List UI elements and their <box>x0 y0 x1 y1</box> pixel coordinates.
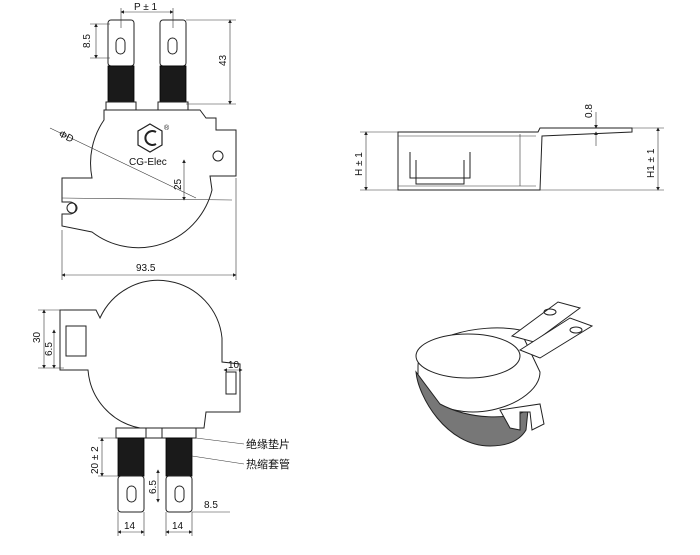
height-dim: H ± 1 <box>354 152 365 176</box>
brand-logo: ® CG-Elec <box>129 123 170 168</box>
tab-width-dim: 10 <box>228 360 240 371</box>
top-view: P ± 1 8.5 43 ® CG-Elec ΦD 25 93 <box>49 2 237 280</box>
registered-mark: ® <box>164 124 170 132</box>
width-dim: 93.5 <box>136 263 156 274</box>
hole-offset-dim: 6.5 <box>148 480 159 494</box>
offset-dim: 25 <box>173 178 184 190</box>
hole-spacing-dim: 8.5 <box>204 500 218 511</box>
height1-dim: H1 ± 1 <box>646 148 657 178</box>
thickness-dim: 0.8 <box>584 104 595 118</box>
bottom-right-terminal <box>165 437 193 513</box>
lug-width-left-dim: 14 <box>124 521 136 532</box>
lug-width-right-dim: 14 <box>172 521 184 532</box>
bottom-height-dim: 30 <box>32 331 43 343</box>
bottom-left-terminal <box>117 437 145 513</box>
capacitor-body-outline <box>61 109 237 249</box>
lug-length-dim: 8.5 <box>82 34 93 48</box>
diameter-dim: ΦD <box>57 129 75 146</box>
left-terminal <box>105 19 137 111</box>
side-view: H ± 1 0.8 H1 ± 1 <box>354 104 664 191</box>
sleeve-length-dim: 20 ± 2 <box>90 446 101 474</box>
capacitor-body-outline-2 <box>59 279 241 429</box>
isometric-view <box>415 301 594 447</box>
right-terminal <box>157 19 189 111</box>
bottom-offset-dim: 6.5 <box>44 342 55 356</box>
heat-shrink-tube-label: 热缩套管 <box>246 457 290 471</box>
brand-logo-text: CG-Elec <box>129 157 167 168</box>
lead-length-dim: 43 <box>218 54 229 66</box>
pitch-dim: P ± 1 <box>134 2 158 13</box>
bottom-view: 30 6.5 10 20 ± 2 6.5 8.5 <box>32 279 290 536</box>
insulation-pad-label: 绝缘垫片 <box>246 437 290 451</box>
